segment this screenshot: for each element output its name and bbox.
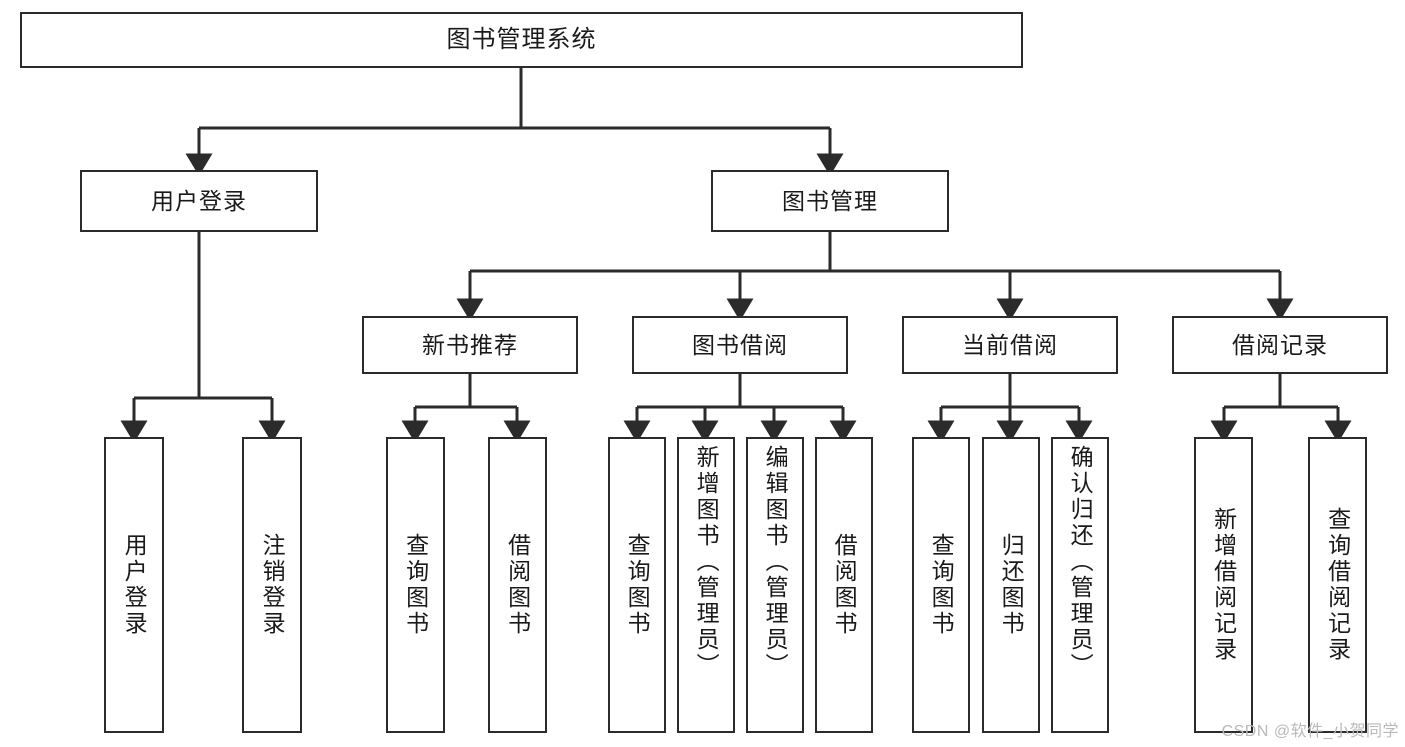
node-label: 查询图书 xyxy=(402,533,429,637)
node-label: 用户登录 xyxy=(151,187,247,214)
node-label: 图书管理系统 xyxy=(446,26,597,53)
node-label: 图书管理 xyxy=(782,187,878,214)
node-label: 借阅图书 xyxy=(504,533,531,637)
node-label: 新增图书（管理员） xyxy=(693,445,720,679)
csdn-watermark: CSDN @软件_小贺同学 xyxy=(1221,723,1399,740)
node-label: 编辑图书（管理员） xyxy=(762,445,789,679)
node-label: 新增借阅记录 xyxy=(1210,507,1237,663)
leaf-return-book[interactable]: 归还图书 xyxy=(982,437,1040,733)
node-current-borrow[interactable]: 当前借阅 xyxy=(902,316,1118,374)
node-label: 新书推荐 xyxy=(422,331,518,358)
node-label: 确认归还（管理员） xyxy=(1067,445,1094,679)
node-label: 借阅记录 xyxy=(1232,331,1328,358)
node-label: 当前借阅 xyxy=(962,331,1058,358)
leaf-query-borrow-record[interactable]: 查询借阅记录 xyxy=(1308,437,1367,733)
node-root-book-management-system[interactable]: 图书管理系统 xyxy=(20,12,1023,68)
node-new-book-recommend[interactable]: 新书推荐 xyxy=(362,316,578,374)
leaf-logout[interactable]: 注销登录 xyxy=(242,437,302,733)
node-label: 查询借阅记录 xyxy=(1324,507,1351,663)
node-label: 归还图书 xyxy=(998,533,1025,637)
leaf-edit-book-admin[interactable]: 编辑图书（管理员） xyxy=(746,437,804,733)
node-user-login[interactable]: 用户登录 xyxy=(80,170,318,232)
leaf-query-book-recommend[interactable]: 查询图书 xyxy=(386,437,445,733)
node-borrow-record[interactable]: 借阅记录 xyxy=(1172,316,1388,374)
node-label: 注销登录 xyxy=(259,533,286,637)
leaf-user-login[interactable]: 用户登录 xyxy=(104,437,164,733)
leaf-borrow-book-recommend[interactable]: 借阅图书 xyxy=(488,437,547,733)
node-label: 图书借阅 xyxy=(692,331,788,358)
node-book-borrow[interactable]: 图书借阅 xyxy=(632,316,848,374)
leaf-query-book-current[interactable]: 查询图书 xyxy=(912,437,970,733)
leaf-confirm-return-admin[interactable]: 确认归还（管理员） xyxy=(1051,437,1109,733)
node-label: 用户登录 xyxy=(121,533,148,637)
leaf-add-book-admin[interactable]: 新增图书（管理员） xyxy=(677,437,735,733)
node-label: 查询图书 xyxy=(928,533,955,637)
leaf-query-book-borrow[interactable]: 查询图书 xyxy=(608,437,666,733)
leaf-borrow-book[interactable]: 借阅图书 xyxy=(815,437,873,733)
node-book-management[interactable]: 图书管理 xyxy=(711,170,949,232)
node-label: 查询图书 xyxy=(624,533,651,637)
leaf-add-borrow-record[interactable]: 新增借阅记录 xyxy=(1194,437,1253,733)
node-label: 借阅图书 xyxy=(831,533,858,637)
